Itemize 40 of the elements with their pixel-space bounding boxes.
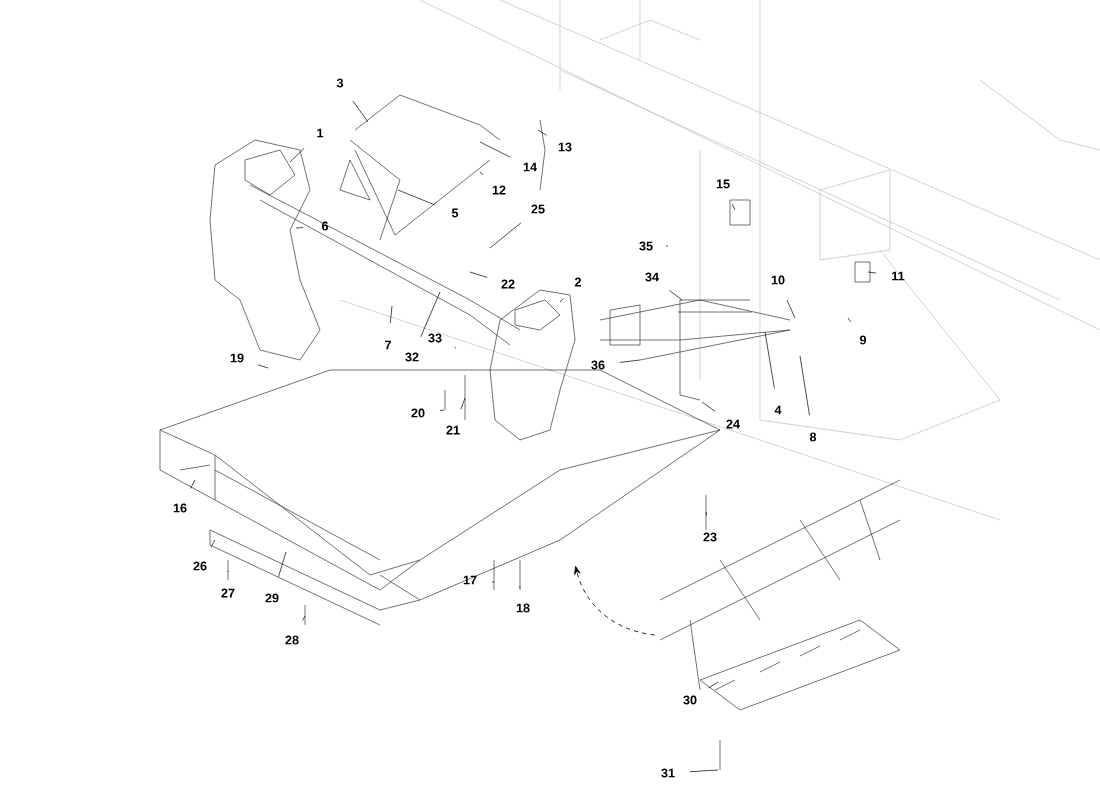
leader-line (731, 203, 736, 211)
leader-line (389, 305, 393, 324)
frame-drawing (159, 0, 1100, 626)
leader-line (190, 479, 196, 489)
leader-line (210, 539, 216, 548)
leader-line (867, 271, 877, 274)
leader-line (619, 359, 641, 363)
leader-line (489, 222, 522, 249)
callout-number: 23 (703, 532, 717, 542)
leader-line (519, 585, 521, 589)
leader-line (289, 147, 305, 163)
leader-line (847, 317, 851, 323)
leader-line (420, 291, 441, 338)
leader-line (669, 290, 683, 301)
leader-line (701, 401, 716, 412)
leader-line (397, 189, 435, 206)
leader-line (479, 171, 484, 176)
leader-line (764, 331, 775, 389)
leader-line (257, 364, 269, 369)
callout-number: 28 (285, 635, 299, 645)
leader-line (705, 511, 707, 516)
leader-line (689, 769, 719, 773)
leader-line (708, 681, 719, 689)
leader-line (559, 298, 564, 303)
leader-line (302, 615, 306, 621)
leader-line (786, 299, 796, 319)
leader-line (295, 227, 304, 229)
leader-line (799, 355, 810, 416)
leader-line (537, 129, 547, 136)
leader-line (439, 409, 445, 411)
leader-line (479, 141, 511, 158)
leader-line (469, 271, 488, 278)
leader-line (491, 581, 495, 583)
callout-number: 31 (661, 768, 675, 778)
arrow (574, 566, 656, 636)
leader-line (278, 551, 287, 578)
leader-line (460, 397, 466, 410)
leader-line (227, 570, 229, 573)
leader-line (352, 100, 369, 123)
leader-line (665, 245, 669, 247)
